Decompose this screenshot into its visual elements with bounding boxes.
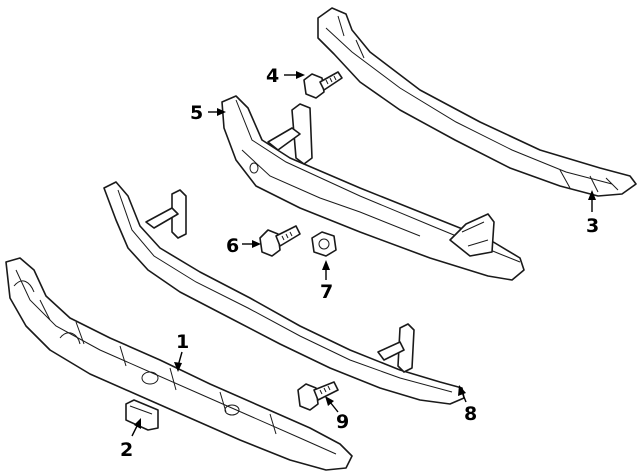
leader-line-6 [242,240,261,248]
part-4-bolt [303,71,343,99]
leader-line-8 [458,385,467,403]
callout-1: 1 [176,331,189,353]
part-7-nut [311,231,337,257]
leader-line-9 [325,396,339,413]
part-9-bolt [297,381,339,411]
leader-line-7 [322,260,330,280]
callout-4: 4 [266,65,279,87]
leader-line-4 [284,71,305,79]
leader-line-1 [174,351,183,372]
part-5-bumper-beam [221,95,525,281]
callout-7: 7 [320,281,333,303]
part-2-clip [125,399,159,431]
leader-line-2 [131,418,141,437]
callout-3: 3 [586,215,599,237]
callout-5: 5 [190,102,203,124]
leader-line-5 [208,108,226,116]
part-6-bolt [259,225,301,257]
leader-line-3 [588,190,596,212]
callout-8: 8 [464,403,477,425]
callout-9: 9 [336,411,349,433]
part-3-upper-absorber [317,7,637,197]
part-1-energy-absorber [5,257,353,471]
callout-6: 6 [226,235,239,257]
callout-2: 2 [120,439,133,461]
